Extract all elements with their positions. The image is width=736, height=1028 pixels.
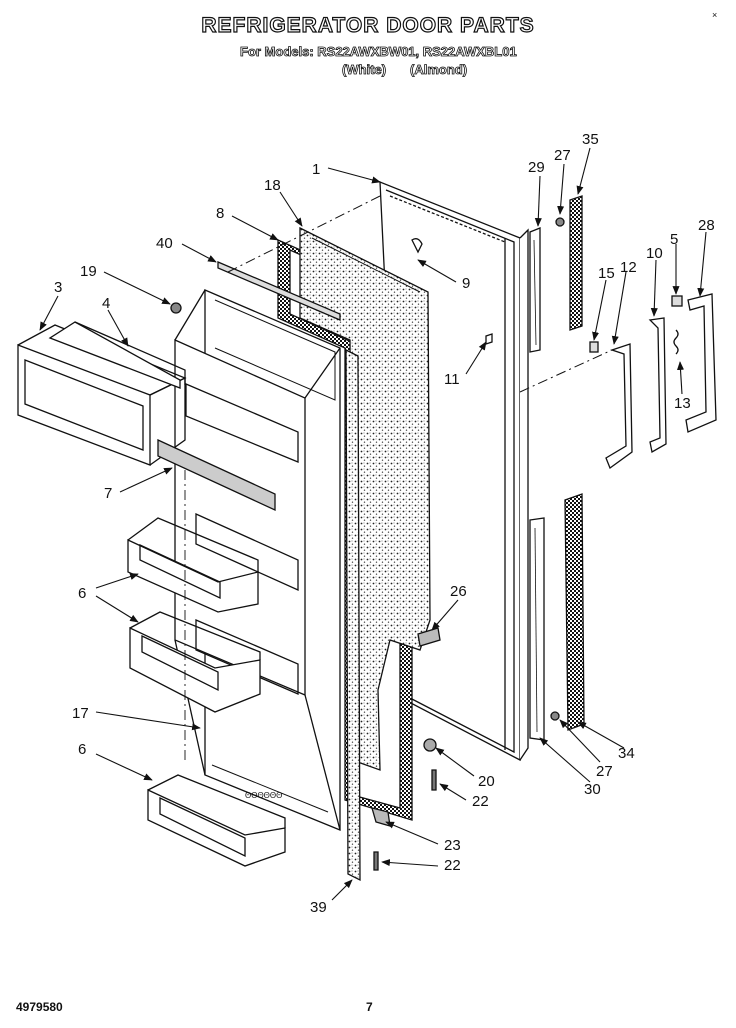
construction-line-handle <box>519 349 613 393</box>
leader-17 <box>95 711 201 731</box>
color-white-label: (White) <box>342 62 387 78</box>
leader-3 <box>39 295 59 331</box>
callout-17: 17 <box>72 705 89 722</box>
leader-35 <box>576 147 591 195</box>
leader-19 <box>103 271 171 305</box>
callout-4: 4 <box>102 295 110 312</box>
corner-mark: × <box>712 10 718 20</box>
callout-6-upper: 6 <box>78 585 86 602</box>
leader-28 <box>697 231 707 297</box>
screw-27-upper <box>555 217 565 227</box>
leader-23 <box>385 821 439 845</box>
callout-15: 15 <box>598 265 615 282</box>
callout-40: 40 <box>156 235 173 252</box>
leader-18 <box>279 191 303 227</box>
leader-6a <box>95 573 139 589</box>
callout-35: 35 <box>582 131 599 148</box>
construction-line-upper <box>227 195 381 273</box>
handle-clip-15 <box>589 341 599 353</box>
callout-23: 23 <box>444 837 461 854</box>
svg-text:ΘΘΘΘΘΘ: ΘΘΘΘΘΘ <box>245 791 282 800</box>
callout-7: 7 <box>104 485 112 502</box>
top-trim-strip <box>217 261 341 321</box>
callout-8: 8 <box>216 205 224 222</box>
leader-1 <box>327 167 381 184</box>
door-bin-upper <box>127 517 259 613</box>
leader-7 <box>119 467 173 493</box>
callout-6-lower: 6 <box>78 741 86 758</box>
leader-27b <box>559 719 601 763</box>
callout-27-upper: 27 <box>554 147 571 164</box>
leader-26 <box>431 599 459 631</box>
leader-34 <box>577 721 625 749</box>
leader-13 <box>676 361 685 395</box>
screw-19 <box>170 302 182 314</box>
callout-30: 30 <box>584 781 601 798</box>
callout-22-lower: 22 <box>444 857 461 874</box>
breaker-strip <box>345 348 361 882</box>
leader-11 <box>465 341 487 375</box>
door-bin-lower <box>147 774 286 867</box>
dairy-bin <box>48 321 186 389</box>
upper-handle <box>569 195 583 331</box>
page-title: REFRIGERATOR DOOR PARTS <box>201 13 535 37</box>
handle-spring-13 <box>673 329 679 355</box>
hinge-bushing-20 <box>423 738 437 752</box>
handle-bracket-28 <box>685 293 717 433</box>
callout-12: 12 <box>620 259 637 276</box>
callout-26: 26 <box>450 583 467 600</box>
screw-22-lower <box>373 851 379 871</box>
callout-34: 34 <box>618 745 635 762</box>
leader-8 <box>231 215 279 241</box>
screw-27-lower <box>550 711 560 721</box>
callout-9: 9 <box>462 275 470 292</box>
leader-6c <box>95 753 153 781</box>
callout-28: 28 <box>698 217 715 234</box>
leader-22a <box>439 783 467 801</box>
lower-handle <box>564 493 585 731</box>
leader-39 <box>331 879 353 901</box>
leader-29 <box>534 175 542 227</box>
page-number: 7 <box>366 1000 373 1014</box>
callout-11: 11 <box>444 371 460 388</box>
handle-bracket-12 <box>605 343 633 470</box>
callout-10: 10 <box>646 245 663 262</box>
document-number: 4979580 <box>16 1000 63 1014</box>
leader-20 <box>435 747 475 777</box>
models-line: For Models: RS22AWXBW01, RS22AWXBL01 <box>240 44 517 60</box>
callout-39: 39 <box>310 899 327 916</box>
door-bin-middle <box>129 611 261 713</box>
leader-10 <box>650 259 658 317</box>
leader-9 <box>417 259 457 283</box>
leader-30 <box>539 737 591 783</box>
callout-27-lower: 27 <box>596 763 613 780</box>
leader-15 <box>592 279 607 341</box>
callout-18: 18 <box>264 177 281 194</box>
callout-3: 3 <box>54 279 62 296</box>
screw-22-upper <box>431 769 437 791</box>
dairy-door <box>17 324 187 466</box>
leader-12 <box>611 271 627 345</box>
leader-27a <box>557 163 565 215</box>
callout-5: 5 <box>670 231 678 248</box>
callout-19: 19 <box>80 263 97 280</box>
shelf-rail <box>157 438 276 512</box>
leader-6b <box>95 595 139 623</box>
callout-29: 29 <box>528 159 545 176</box>
callout-13: 13 <box>674 395 691 412</box>
hinge-pin-26 <box>417 627 441 647</box>
handle-clip-5 <box>671 295 683 307</box>
callout-20: 20 <box>478 773 495 790</box>
handle-bracket-10 <box>648 317 667 454</box>
leader-22b <box>381 859 439 867</box>
leader-40 <box>181 243 217 263</box>
color-almond-label: (Almond) <box>410 62 468 78</box>
door-insulation <box>299 226 431 771</box>
callout-22-upper: 22 <box>472 793 489 810</box>
callout-1: 1 <box>312 161 320 178</box>
leader-4 <box>107 309 129 347</box>
